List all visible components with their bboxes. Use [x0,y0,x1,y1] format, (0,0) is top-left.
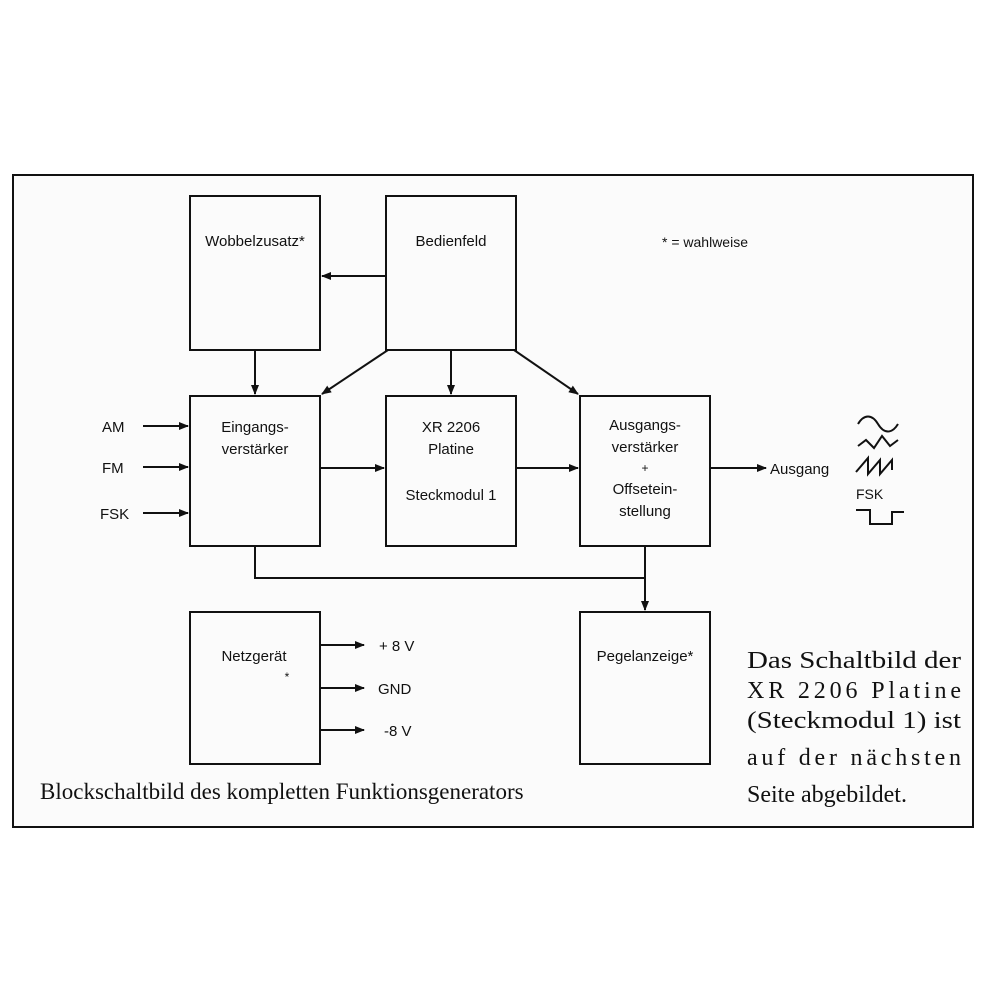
note-line-2: XR 2206 Platine [747,678,961,704]
block-netzgeraet [189,611,321,765]
fsk-wave-label: FSK [856,486,884,502]
label-pegelanzeige: Pegelanzeige* [597,648,694,665]
input-am-label: AM [102,419,125,436]
label-ausgangs: Ausgangs- [609,417,681,434]
block-ausgangsverstaerker [579,395,711,547]
label-xr2206: XR 2206 [422,419,480,436]
sine-wave-icon [857,415,899,433]
legend-wahlweise: * = wahlweise [662,234,748,250]
arrow-bedienfeld-ausgang [513,349,579,395]
note-line-1: Das Schaltbild der [747,648,961,674]
note-line-3: (Steckmodul 1) ist [747,708,961,734]
label-verstaerker: verstärker [222,441,289,458]
block-eingangsverstaerker [189,395,321,547]
label-steckmodul: Steckmodul 1 [406,487,497,504]
label-plus: + [641,461,648,475]
label-stellung: stellung [619,503,671,520]
block-pegelanzeige [579,611,711,765]
power-plus8v: + 8 V [379,638,414,655]
label-ausgangs-verstaerker: verstärker [612,439,679,456]
square-wave-icon [856,509,904,525]
power-gnd: GND [378,681,412,698]
block-xr2206-platine [385,395,517,547]
sawtooth-wave-icon [855,455,893,477]
label-bedienfeld: Bedienfeld [416,233,487,250]
block-wobbelzusatz [189,195,321,351]
note-line-5: Seite abgebildet. [747,782,907,808]
output-label: Ausgang [770,461,829,478]
block-bedienfeld [385,195,517,351]
label-eingangs: Eingangs- [221,419,289,436]
line-eingang-pegel [254,546,645,579]
diagram-caption: Blockschaltbild des kompletten Funktions… [40,779,524,804]
label-platine: Platine [428,441,474,458]
power-minus8v: -8 V [384,723,412,740]
label-wobbelzusatz: Wobbelzusatz* [205,233,305,250]
triangle-wave-icon [857,434,899,450]
input-fsk-label: FSK [100,506,129,523]
label-netzgeraet: Netzgerät [221,648,287,665]
arrow-bedienfeld-eingang [321,349,389,395]
label-offsetein: Offsetein- [613,481,678,498]
label-netzgeraet-star: * [285,670,290,684]
note-line-4: auf der nächsten [747,745,961,771]
input-fm-label: FM [102,460,124,477]
